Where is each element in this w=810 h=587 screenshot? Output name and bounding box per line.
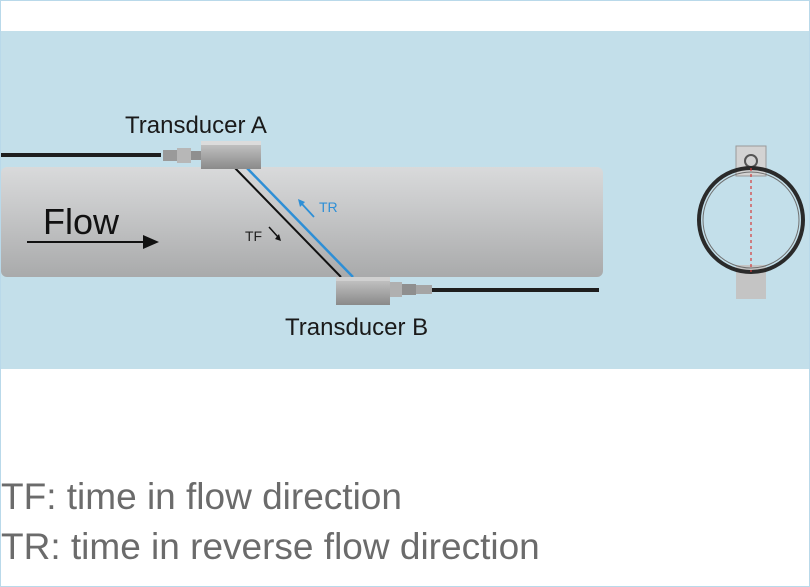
tf-arrow-head — [275, 234, 281, 241]
forward-path-line — [232, 165, 342, 278]
pipe-cross-section-icon — [697, 145, 805, 299]
tf-label: TF — [245, 228, 263, 244]
reverse-path-line — [244, 165, 354, 278]
transducer-b-label: Transducer B — [285, 314, 429, 341]
legend-tr: TR: time in reverse flow direction — [1, 526, 540, 567]
transducer-a-label: Transducer A — [125, 112, 267, 139]
tr-label: TR — [319, 199, 338, 215]
tf-arrow — [268, 226, 279, 238]
flow-arrowhead — [143, 235, 159, 249]
transducer-b-icon — [336, 277, 432, 305]
flow-label: Flow — [43, 201, 120, 242]
legend-tf: TF: time in flow direction — [1, 476, 402, 517]
pipe — [1, 167, 603, 277]
tr-arrow — [301, 203, 315, 218]
tr-arrow-head — [298, 199, 305, 207]
transducer-a-icon — [163, 141, 261, 169]
